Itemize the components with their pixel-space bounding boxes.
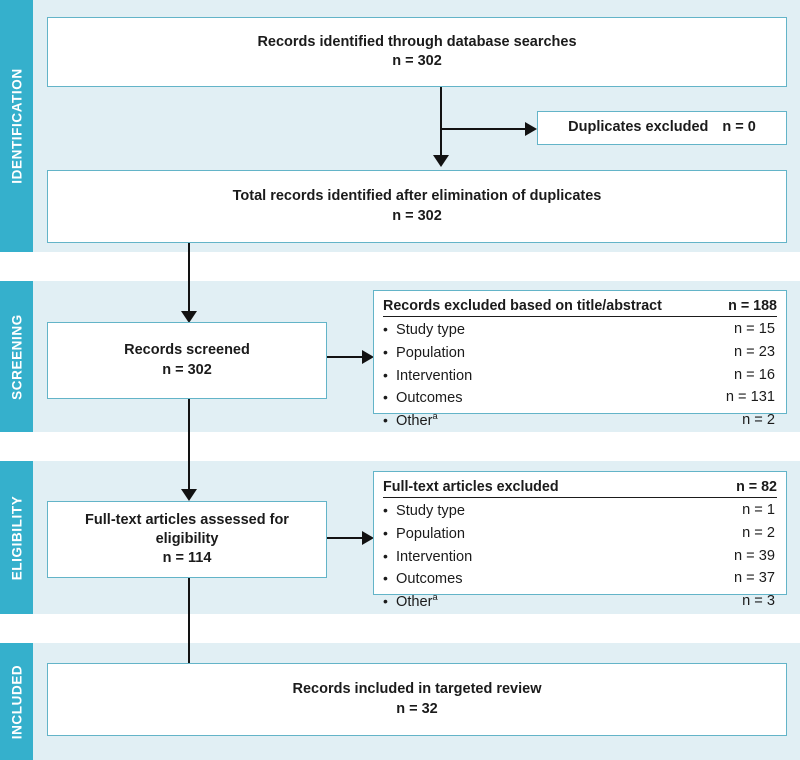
connector-screened-to-excluded (327, 356, 363, 359)
stage-tab-included-label: INCLUDED (9, 664, 24, 739)
arrow-branch-to-duplicates (525, 121, 537, 136)
box-duplicates-excluded-n: n = 0 (722, 119, 756, 136)
box-records-identified: Records identified through database sear… (47, 17, 787, 87)
list-item: Population n = 2 (383, 523, 777, 546)
list-item-label: Outcomes (396, 571, 463, 588)
arrow-identified-to-total (433, 155, 449, 167)
stage-tab-eligibility: ELIGIBILITY (0, 461, 33, 614)
list-item-label: Study type (396, 503, 465, 520)
connector-fulltext-to-included (188, 578, 191, 672)
box-records-screened-line1: Records screened (124, 342, 250, 359)
connector-screened-to-fulltext (188, 399, 191, 492)
excluded-title-abstract-header-n: n = 188 (728, 298, 777, 314)
list-item-n: n = 23 (734, 343, 775, 360)
list-item: Intervention n = 39 (383, 546, 777, 569)
excluded-full-text-header-label: Full-text articles excluded (383, 479, 559, 495)
excluded-full-text-list: Study type n = 1 Population n = 2 Interv… (383, 500, 777, 614)
excluded-title-abstract-header: Records excluded based on title/abstract… (383, 298, 777, 318)
box-total-after-duplicates: Total records identified after eliminati… (47, 170, 787, 243)
list-item-n: n = 16 (734, 366, 775, 383)
connector-total-to-screened (188, 243, 191, 315)
list-item-label: Other (396, 594, 433, 611)
stage-tab-screening-label: SCREENING (9, 313, 24, 400)
list-item: Outcomes n = 131 (383, 387, 777, 410)
arrow-total-to-screened (181, 311, 197, 323)
excluded-full-text-header: Full-text articles excluded n = 82 (383, 479, 777, 499)
list-item-n: n = 3 (742, 593, 775, 610)
box-records-screened-n: n = 302 (162, 361, 212, 378)
connector-identified-to-total (440, 86, 443, 159)
stage-tab-identification-label: IDENTIFICATION (9, 68, 24, 184)
list-item-n: n = 131 (725, 389, 775, 406)
box-excluded-title-abstract: Records excluded based on title/abstract… (373, 290, 787, 429)
box-total-after-duplicates-n: n = 302 (392, 207, 442, 224)
box-duplicates-excluded: Duplicates excluded n = 0 (537, 111, 787, 145)
list-item-n: n = 1 (742, 502, 775, 519)
list-item: Othera n = 3 (383, 591, 777, 614)
list-item: Outcomes n = 37 (383, 568, 777, 591)
box-fulltext-assessed-line2: eligibility (155, 530, 219, 547)
excluded-title-abstract-header-label: Records excluded based on title/abstract (383, 298, 662, 314)
list-item-label: Study type (396, 322, 465, 339)
excluded-title-abstract-list: Study type n = 15 Population n = 23 Inte… (383, 319, 777, 433)
list-item-label: Outcomes (396, 390, 463, 407)
arrow-screened-to-fulltext (181, 489, 197, 501)
box-records-included-n: n = 32 (396, 700, 438, 717)
box-records-identified-line1: Records identified through database sear… (257, 33, 577, 50)
box-fulltext-assessed-line1: Full-text articles assessed for (85, 511, 289, 528)
stage-tab-included: INCLUDED (0, 643, 33, 760)
list-item-label: Population (396, 344, 465, 361)
list-item: Study type n = 1 (383, 500, 777, 523)
list-item: Intervention n = 16 (383, 365, 777, 388)
stage-tab-identification: IDENTIFICATION (0, 0, 33, 252)
list-item-n: n = 39 (734, 547, 775, 564)
excluded-full-text-header-n: n = 82 (736, 479, 777, 495)
list-item-label: Intervention (396, 548, 473, 565)
box-duplicates-excluded-label: Duplicates excluded (568, 119, 709, 136)
box-records-identified-n: n = 302 (392, 53, 442, 69)
list-item-n: n = 15 (734, 321, 775, 338)
footnote-marker: a (432, 411, 438, 422)
list-item: Othera n = 2 (383, 410, 777, 433)
list-item-n: n = 2 (742, 524, 775, 541)
list-item-label: Population (396, 525, 465, 542)
stage-tab-screening: SCREENING (0, 281, 33, 432)
list-item: Study type n = 15 (383, 319, 777, 342)
stage-tab-eligibility-label: ELIGIBILITY (9, 495, 24, 580)
box-records-included-line1: Records included in targeted review (292, 681, 542, 698)
arrow-screened-to-excluded (362, 349, 374, 364)
arrow-fulltext-to-excluded (362, 530, 374, 545)
box-records-screened: Records screened n = 302 (47, 322, 327, 399)
list-item-label: Other (396, 413, 433, 430)
list-item-n: n = 2 (742, 412, 775, 429)
list-item-n: n = 37 (734, 570, 775, 587)
list-item: Population n = 23 (383, 342, 777, 365)
box-total-after-duplicates-line1: Total records identified after eliminati… (232, 188, 602, 205)
connector-fulltext-to-excluded (327, 537, 363, 540)
box-fulltext-assessed-n: n = 114 (162, 550, 212, 567)
footnote-marker: a (432, 592, 438, 603)
box-fulltext-assessed: Full-text articles assessed for eligibil… (47, 501, 327, 578)
connector-branch-to-duplicates (440, 128, 525, 131)
list-item-label: Intervention (396, 367, 473, 384)
box-excluded-full-text: Full-text articles excluded n = 82 Study… (373, 471, 787, 610)
box-records-included: Records included in targeted review n = … (47, 663, 787, 736)
